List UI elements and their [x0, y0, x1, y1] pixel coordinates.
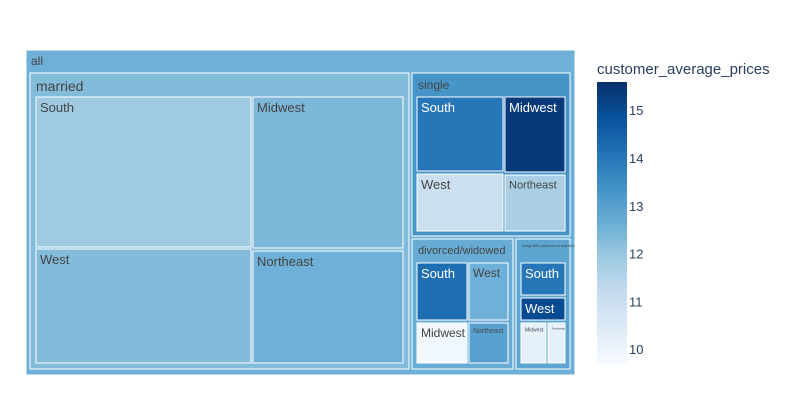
treemap-leaf-label: South — [421, 266, 455, 281]
treemap-leaf-tile[interactable] — [520, 297, 566, 321]
treemap-parent-label: living with partner/not married — [522, 243, 574, 248]
treemap-leaf-tile[interactable] — [416, 96, 504, 172]
treemap-leaf-tile[interactable] — [520, 262, 566, 296]
treemap-leaf-tile[interactable] — [252, 250, 404, 364]
colorbar-bar — [597, 82, 627, 364]
treemap-leaf-tile[interactable] — [416, 262, 468, 321]
treemap-leaf-tile[interactable] — [547, 322, 566, 364]
treemap-leaf-tile[interactable] — [468, 262, 509, 321]
treemap-leaf-tile[interactable] — [35, 248, 252, 364]
treemap-leaf-tile[interactable] — [35, 96, 252, 248]
treemap-leaf-label: West — [525, 301, 555, 316]
colorbar-tick-label: 13 — [629, 199, 643, 214]
treemap-leaf-tile[interactable] — [468, 322, 509, 364]
treemap-leaf-label: West — [421, 177, 451, 192]
treemap-leaf-label: Northeast — [552, 327, 565, 331]
treemap-parent-label: single — [418, 78, 450, 92]
colorbar-tick-label: 10 — [629, 342, 643, 357]
colorbar-title: customer_average_prices — [597, 61, 770, 78]
colorbar-ticks: 10 11 12 13 14 15 — [629, 103, 643, 357]
treemap-leaf-label: Northeast — [257, 254, 314, 269]
colorbar-tick-label: 14 — [629, 151, 643, 166]
treemap-leaf-label: Northeast — [509, 179, 557, 191]
treemap-leaf-label: Midwest — [257, 100, 305, 115]
treemap-leaf-tile[interactable] — [504, 174, 566, 232]
treemap-leaf-label: Midwest — [525, 327, 544, 333]
treemap-parent-label: married — [36, 78, 83, 94]
colorbar-tick-label: 12 — [629, 247, 643, 262]
treemap-leaf-tile[interactable] — [416, 173, 504, 232]
treemap-leaf-tile[interactable] — [504, 96, 566, 173]
treemap-leaf-label: South — [40, 100, 74, 115]
treemap-leaf-tile[interactable] — [416, 322, 468, 364]
colorbar-tick-label: 11 — [629, 294, 643, 309]
treemap-leaf-label: West — [473, 266, 501, 280]
treemap-leaf-label: Midwest — [421, 326, 466, 340]
treemap-parent-label: divorced/widowed — [418, 245, 505, 257]
treemap-leaf-label: Northeast — [473, 328, 503, 335]
treemap-leaf-label: South — [421, 100, 455, 115]
treemap-leaf-label: South — [525, 266, 559, 281]
treemap-leaf-label: Midwest — [509, 100, 557, 115]
treemap-leaf-tile[interactable] — [520, 322, 547, 364]
colorbar: customer_average_prices 10 11 12 13 14 15 — [597, 61, 770, 364]
treemap-root-label: all — [31, 54, 43, 68]
treemap-leaf-tile[interactable] — [252, 96, 404, 249]
colorbar-tick-label: 15 — [629, 103, 643, 118]
treemap-leaf-label: West — [40, 252, 70, 267]
